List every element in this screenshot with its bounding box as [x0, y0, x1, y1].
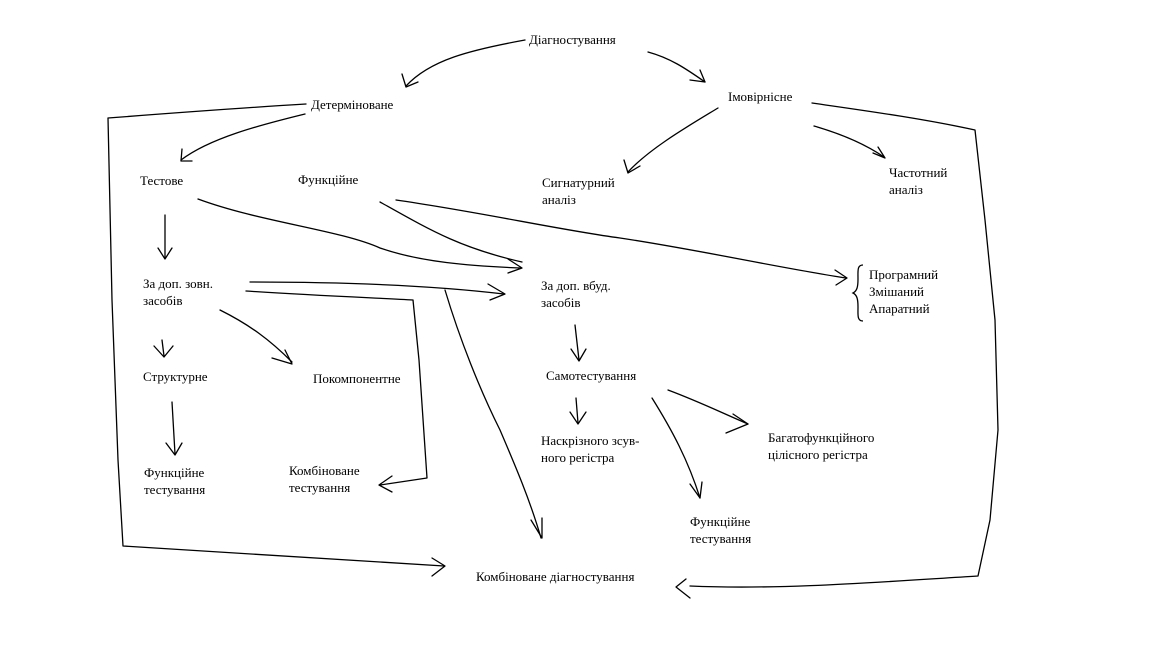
arrowhead: [271, 349, 293, 365]
node-combined-testing: Комбіноване тестування: [289, 462, 360, 496]
node-functional-testing-2-line-2: тестування: [690, 531, 752, 546]
node-implementation-line-3: Апаратний: [869, 301, 930, 316]
edge-diagnostics-to-probabilistic: [647, 51, 706, 83]
node-combined-testing-line-2: тестування: [289, 480, 351, 495]
node-self-test: Самотестування: [546, 367, 636, 384]
arrowhead: [487, 283, 506, 301]
edge-self-test-to-shift-register: [575, 397, 579, 424]
curly-brace: [851, 264, 864, 322]
node-structural: Структурне: [143, 368, 208, 385]
node-functional-testing-1-line-2: тестування: [144, 482, 206, 497]
arrowhead: [431, 557, 446, 577]
arrowhead: [180, 148, 193, 162]
node-functional-testing-1-line-1: Функційне: [144, 465, 205, 480]
node-multifunction-register-line-1: Багатофункційного: [768, 430, 875, 445]
arrowhead: [157, 247, 173, 260]
node-frequency-line-1: Частотний: [889, 165, 948, 180]
arrowhead: [569, 411, 587, 425]
arrowhead: [401, 73, 419, 88]
arrowhead: [623, 159, 641, 174]
node-shift-register-line-1: Наскрізного зсув-: [541, 433, 640, 448]
edge-functional-to-implementation: [395, 199, 847, 279]
arrowhead: [530, 517, 543, 539]
node-implementation-line-2: Змішаний: [869, 284, 925, 299]
node-frequency-line-2: аналіз: [889, 182, 923, 197]
edge-external-to-per-component: [219, 309, 293, 363]
node-diagnostics-line: Діагностування: [529, 32, 616, 47]
node-diagnostics: Діагностування: [529, 31, 616, 48]
edge-external-to-builtin: [249, 281, 505, 295]
node-implementation-line-1: Програмний: [869, 267, 939, 282]
edge-structural-to-functional-testing: [171, 401, 176, 455]
arrowhead: [165, 442, 183, 456]
edge-external-to-structural: [161, 339, 165, 357]
edge-self-test-to-functional-testing-2: [651, 397, 701, 499]
node-builtin-means: За доп. вбуд. засобів: [541, 277, 611, 311]
edge-deterministic-to-test: [180, 113, 306, 161]
edge-self-test-to-multifunction-register: [667, 389, 749, 425]
arrowhead: [689, 69, 706, 83]
node-shift-register-line-2: ного регістра: [541, 450, 615, 465]
node-external-means-line-1: За доп. зовн.: [143, 276, 214, 291]
node-builtin-means-line-1: За доп. вбуд.: [541, 278, 611, 293]
node-frequency: Частотний аналіз: [889, 164, 947, 198]
node-test-line: Тестове: [140, 173, 184, 188]
arrowhead: [725, 413, 749, 434]
node-structural-line: Структурне: [143, 369, 208, 384]
node-implementation: Програмний Змішаний Апаратний: [869, 266, 938, 317]
node-test: Тестове: [140, 172, 183, 189]
node-combined-diagnostics: Комбіноване діагностування: [476, 568, 634, 585]
node-signature-line-1: Сигнатурний: [542, 175, 615, 190]
arrowhead: [153, 345, 174, 358]
arrowhead: [834, 269, 848, 286]
edge-probabilistic-to-combined-diagnostics: [689, 102, 999, 588]
arrowhead: [872, 146, 886, 159]
node-functional: Функційне: [298, 171, 358, 188]
node-per-component: Покомпонентне: [313, 370, 401, 387]
node-shift-register: Наскрізного зсув- ного регістра: [541, 432, 639, 466]
node-deterministic-line: Детерміноване: [311, 97, 394, 112]
arrowhead: [570, 348, 587, 362]
node-multifunction-register: Багатофункційного цілісного регістра: [768, 429, 874, 463]
arrowhead: [689, 481, 703, 499]
edge-probabilistic-to-signature: [627, 107, 719, 173]
edge-builtin-to-self-test: [574, 324, 580, 361]
arrowhead: [378, 475, 393, 493]
node-functional-line: Функційне: [298, 172, 359, 187]
node-per-component-line: Покомпонентне: [313, 371, 401, 386]
node-combined-testing-line-1: Комбіноване: [289, 463, 360, 478]
node-external-means-line-2: засобів: [143, 293, 183, 308]
node-signature: Сигнатурний аналіз: [542, 174, 615, 208]
edge-external-to-combined-diagnostics: [444, 289, 542, 539]
arrowhead: [507, 258, 523, 274]
node-functional-testing-1: Функційне тестування: [144, 464, 205, 498]
edge-probabilistic-to-frequency: [813, 125, 885, 158]
node-builtin-means-line-2: засобів: [541, 295, 581, 310]
edge-functional-to-builtin: [379, 201, 523, 263]
node-multifunction-register-line-2: цілісного регістра: [768, 447, 868, 462]
node-functional-testing-2-line-1: Функційне: [690, 514, 751, 529]
node-probabilistic-line: Імовірнісне: [728, 89, 793, 104]
edge-deterministic-to-combined-diagnostics: [107, 103, 445, 567]
node-deterministic: Детерміноване: [311, 96, 393, 113]
node-signature-line-2: аналіз: [542, 192, 576, 207]
edge-test-to-builtin: [197, 198, 521, 269]
node-probabilistic: Імовірнісне: [728, 88, 792, 105]
edge-diagnostics-to-deterministic: [405, 39, 526, 87]
node-self-test-line: Самотестування: [546, 368, 637, 383]
diagram-edges: [107, 39, 999, 599]
node-combined-diagnostics-line: Комбіноване діагностування: [476, 569, 635, 584]
arrowhead: [675, 578, 691, 599]
node-functional-testing-2: Функційне тестування: [690, 513, 751, 547]
node-external-means: За доп. зовн. засобів: [143, 275, 213, 309]
edge-external-to-combined-testing: [245, 290, 428, 486]
